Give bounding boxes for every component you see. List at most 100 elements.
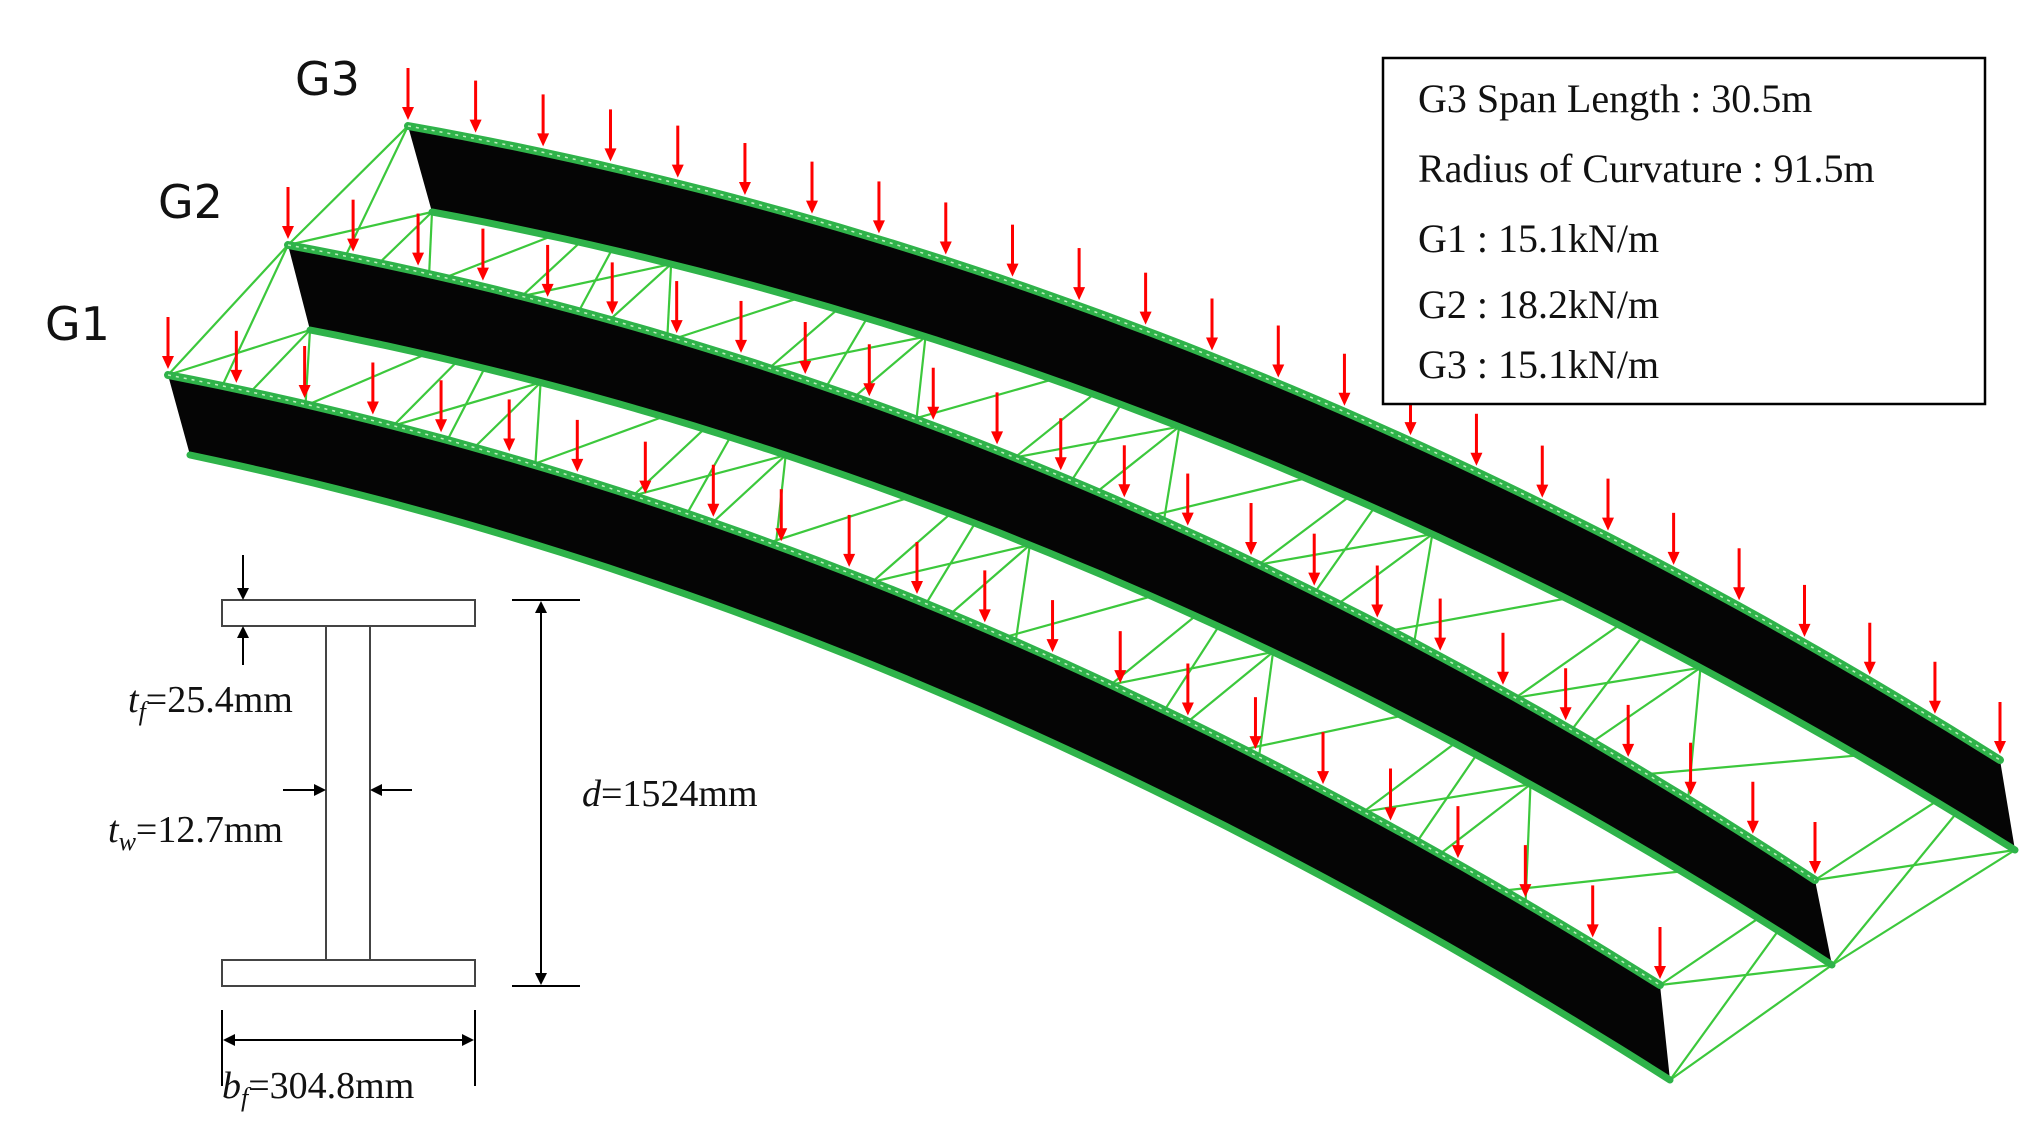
load-arrow [911, 542, 923, 594]
girder-label-g3: G3 [295, 52, 360, 106]
load-arrow [1338, 353, 1351, 406]
bf-label: bf=304.8mm [222, 1065, 414, 1112]
load-arrow [1559, 668, 1572, 721]
load-arrow [541, 244, 554, 297]
girder-label-g1: G1 [45, 297, 110, 351]
info-g1-load: G1 : 15.1kN/m [1418, 216, 1659, 261]
load-arrow-head [1798, 623, 1811, 637]
load-arrow [978, 570, 991, 623]
load-arrow [1114, 631, 1127, 684]
load-arrow [1733, 548, 1746, 601]
load-arrow-head [1654, 966, 1666, 979]
load-arrow-head [1384, 807, 1397, 821]
load-arrow-head [282, 226, 294, 239]
girder-web [168, 375, 1670, 1080]
info-span-length: G3 Span Length : 30.5m [1418, 76, 1812, 121]
load-arrow-head [503, 438, 516, 452]
load-arrow-head [606, 301, 619, 315]
load-arrow [1054, 418, 1067, 471]
load-arrow [1371, 565, 1384, 618]
load-arrow [707, 464, 720, 517]
load-arrow [1519, 845, 1532, 898]
load-arrow [1249, 697, 1262, 750]
load-arrows-g3 [402, 68, 2006, 754]
load-arrow-head [1181, 512, 1194, 526]
load-arrow-head [1746, 820, 1759, 834]
load-arrow [1654, 927, 1666, 979]
load-arrow-head [1809, 861, 1821, 874]
load-arrow-head [1206, 337, 1218, 351]
load-arrow-head [738, 182, 751, 196]
load-arrow [775, 489, 788, 542]
top-flange [404, 122, 2004, 764]
cross-frame-diagonal [287, 210, 433, 247]
info-box: G3 Span Length : 30.5m Radius of Curvatu… [1381, 56, 1987, 406]
load-arrow [1809, 822, 1821, 874]
load-arrow-head [298, 385, 311, 399]
load-arrow-head [1519, 884, 1532, 898]
load-arrow-head [476, 267, 489, 281]
load-arrow-head [806, 200, 818, 214]
load-arrow-head [1733, 587, 1746, 601]
distributed-load-arrows [162, 68, 2006, 979]
load-arrow [469, 80, 482, 133]
load-arrow-head [843, 553, 856, 567]
load-arrow [863, 344, 876, 397]
bottom-flange [306, 326, 1836, 969]
load-arrow [1470, 413, 1483, 466]
load-arrow-head [1054, 457, 1067, 471]
load-arrow [1863, 622, 1876, 675]
load-arrow-head [1667, 551, 1680, 565]
info-g2-load: G2 : 18.2kN/m [1418, 282, 1659, 327]
load-arrow-head [1006, 263, 1019, 277]
load-arrow [1006, 224, 1019, 277]
girders-group [164, 122, 2019, 1084]
girder-g2 [284, 241, 1836, 969]
load-arrow [1181, 663, 1194, 716]
load-arrow-head [412, 252, 425, 266]
load-arrow-head [1181, 702, 1194, 716]
load-arrow-head [1622, 743, 1635, 757]
load-arrow-head [1451, 845, 1464, 859]
bottom-flange [428, 208, 2019, 854]
load-arrow [1206, 298, 1218, 351]
load-arrow-head [863, 383, 876, 397]
load-arrow-head [978, 609, 991, 623]
d-label: d=1524mm [582, 773, 758, 815]
load-arrow-head [775, 528, 788, 542]
load-arrow [1118, 445, 1131, 498]
load-arrow [1181, 473, 1194, 526]
load-arrow-head [1536, 484, 1549, 498]
load-arrow [1602, 478, 1614, 531]
load-arrow-head [1928, 700, 1941, 714]
load-arrow-head [670, 320, 683, 334]
load-arrow [476, 228, 489, 281]
load-arrow [571, 419, 584, 472]
top-flange-mesh [287, 244, 1816, 881]
load-arrow [806, 161, 818, 214]
load-arrow-head [1245, 542, 1258, 556]
load-arrow-head [939, 241, 952, 255]
load-arrow [435, 380, 448, 433]
load-arrow [1451, 806, 1464, 859]
load-arrow-head [671, 164, 684, 178]
load-arrow [1746, 781, 1759, 834]
load-arrow [735, 300, 748, 353]
load-arrow-head [604, 148, 617, 162]
load-arrow-head [799, 361, 812, 374]
load-arrow [1496, 632, 1509, 685]
load-arrow [1245, 503, 1258, 556]
load-arrow-head [927, 406, 940, 420]
load-arrow [738, 143, 751, 196]
load-arrow [230, 330, 243, 383]
load-arrow [1317, 732, 1330, 785]
load-arrow-head [1046, 639, 1059, 653]
load-arrow [606, 262, 619, 315]
load-arrows-g1 [162, 317, 1666, 979]
load-arrow-head [1586, 924, 1599, 938]
girder-web [408, 126, 2015, 850]
cross-frame-bottom-strut [1831, 849, 2016, 966]
load-arrow [347, 199, 360, 252]
load-arrow [639, 441, 652, 494]
